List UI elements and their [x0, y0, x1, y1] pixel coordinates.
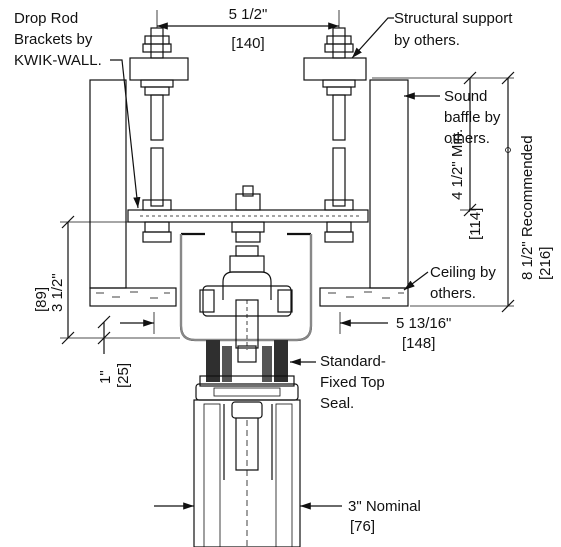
right-drop-rod	[322, 27, 356, 243]
rec-height-label: 8 1/2" Recommended	[519, 135, 536, 280]
nominal-label: 3" Nominal	[348, 498, 421, 515]
dimension-ceiling-gap: 5 13/16" [148]	[120, 312, 451, 352]
dimension-top-width: 5 1/2" [140]	[156, 6, 340, 52]
ceiling-line-1: Ceiling by	[430, 264, 496, 281]
structural-support	[129, 57, 367, 81]
wall-panel	[193, 399, 301, 547]
callout-sound-baffle: Sound baffle by others.	[404, 88, 501, 147]
nominal-metric-label: [76]	[350, 518, 375, 535]
bottom-offset-metric-label: [25]	[115, 363, 132, 388]
sound-line-3: others.	[444, 130, 490, 147]
left-height-metric-label: [89]	[33, 287, 50, 312]
center-bolt	[231, 185, 265, 243]
sound-line-1: Sound	[444, 88, 487, 105]
seal-line-2: Fixed Top	[320, 374, 385, 391]
dimension-height-right: 4 1/2" Min. [114] 8 1/2" Recommended [21…	[372, 71, 554, 313]
bracket-plate	[127, 209, 369, 223]
min-height-label: 4 1/2" Min.	[449, 129, 466, 200]
seal-line-3: Seal.	[320, 395, 354, 412]
callout-drop-rod: Drop Rod Brackets by KWIK-WALL.	[14, 10, 141, 209]
callout-ceiling: Ceiling by others.	[403, 264, 496, 302]
ceiling-gap-label: 5 13/16"	[396, 315, 451, 332]
ceiling-line-2: others.	[430, 285, 476, 302]
fixed-top-seal	[195, 340, 299, 401]
top-track-channel	[179, 232, 313, 342]
top-width-metric-label: [140]	[231, 35, 264, 52]
dimension-bottom-offset: 1" [25]	[97, 315, 132, 388]
ceiling-gap-metric-label: [148]	[402, 335, 435, 352]
rec-height-metric-label: [216]	[537, 247, 554, 280]
structural-line-1: Structural support	[394, 10, 513, 27]
callout-structural: Structural support by others.	[351, 10, 513, 59]
dimension-height-left: [89] 3 1/2"	[33, 215, 180, 345]
left-height-label: 3 1/2"	[49, 273, 66, 312]
top-width-label: 5 1/2"	[229, 6, 268, 23]
left-drop-rod	[140, 27, 174, 243]
structural-line-2: by others.	[394, 32, 460, 49]
ceiling-left	[89, 287, 177, 307]
drop-rod-line-1: Drop Rod	[14, 10, 78, 27]
seal-line-1: Standard-	[320, 353, 386, 370]
min-height-metric-label: [114]	[467, 208, 484, 240]
sound-line-2: baffle by	[444, 109, 501, 126]
callout-top-seal: Standard- Fixed Top Seal.	[290, 353, 386, 412]
bottom-offset-label: 1"	[97, 370, 114, 384]
trolley-carrier	[199, 245, 293, 363]
sound-baffle	[89, 79, 409, 289]
drop-rod-line-3: KWIK-WALL.	[14, 52, 102, 69]
drop-rod-line-2: Brackets by	[14, 31, 93, 48]
dimension-nominal: 3" Nominal [76]	[154, 498, 421, 535]
ceiling-right	[319, 287, 409, 307]
